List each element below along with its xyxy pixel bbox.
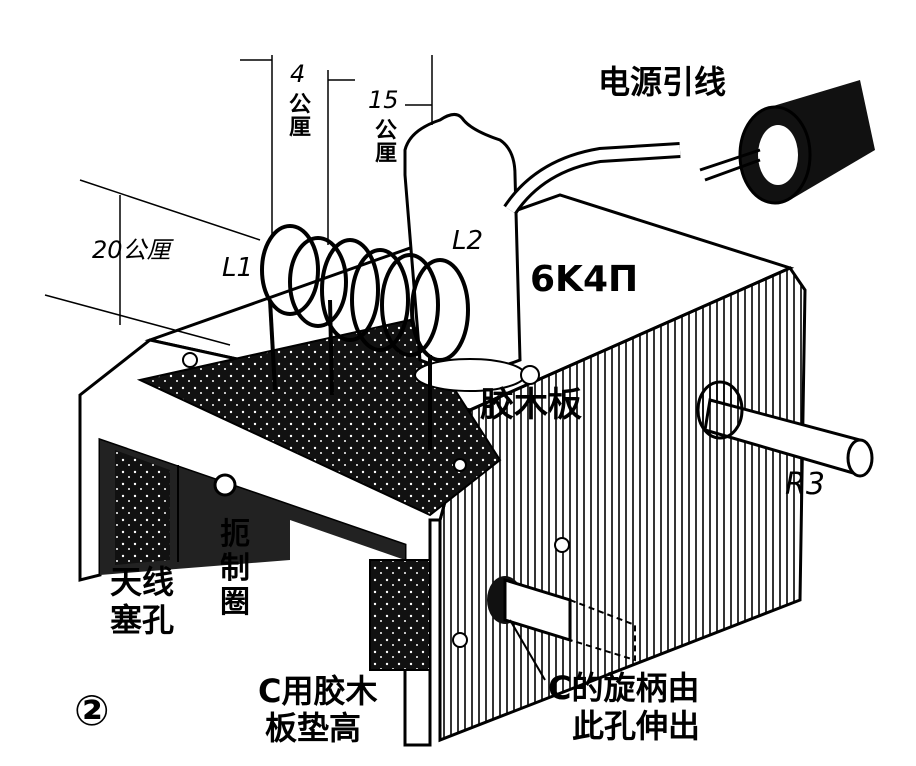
l2-label: L2: [452, 226, 484, 256]
choke-label-2: 制: [220, 551, 250, 586]
coil-l2: [320, 238, 470, 450]
chassis-hole: [452, 632, 468, 648]
bakelite-board: [136, 318, 502, 517]
coil-l1: [260, 224, 348, 396]
choke-coil: [213, 473, 237, 497]
capacitor-c: [369, 559, 431, 671]
l1-label: L1: [222, 253, 254, 283]
dim-15-value: 15: [368, 86, 399, 114]
r3-shaft: [696, 380, 874, 478]
dim-15-unit: 公厘: [371, 118, 396, 164]
c-knob-label-2: 此孔伸出: [572, 707, 701, 745]
antenna-jack-label-1: 天线: [110, 563, 175, 601]
antenna-jack-label-2: 塞孔: [110, 601, 175, 639]
chassis-hole: [554, 537, 570, 553]
power-plug: [699, 80, 875, 205]
r3-label: R3: [785, 467, 825, 502]
c-raised-label-2: 板垫高: [265, 709, 362, 747]
choke-label-3: 圈: [220, 585, 250, 620]
c-knob-label-1: C的旋柄由: [548, 669, 700, 707]
dimension-lines: [44, 55, 433, 346]
chassis-inner-cavity: [100, 440, 405, 575]
board-screw: [182, 352, 198, 368]
dim-20-label: 20公厘: [92, 236, 171, 264]
leader-lines: [177, 465, 546, 681]
antenna-jack-mount: [115, 450, 170, 565]
socket-screw: [520, 365, 540, 385]
c-knob-shaft: [487, 576, 636, 662]
dim-4-unit: 公厘: [285, 92, 310, 138]
dim-4-value: 4: [290, 60, 306, 88]
choke-label-1: 扼: [220, 517, 250, 552]
power-lead-label: 电源引线: [598, 63, 727, 101]
power-cord-inner: [505, 145, 681, 213]
c-raised-label-1: C用胶木: [258, 672, 378, 710]
board-screw: [453, 458, 467, 472]
tube-label: 6K4П: [530, 259, 639, 300]
bakelite-board-label: 胶木板: [480, 385, 582, 425]
figure-number: ②: [74, 686, 110, 735]
